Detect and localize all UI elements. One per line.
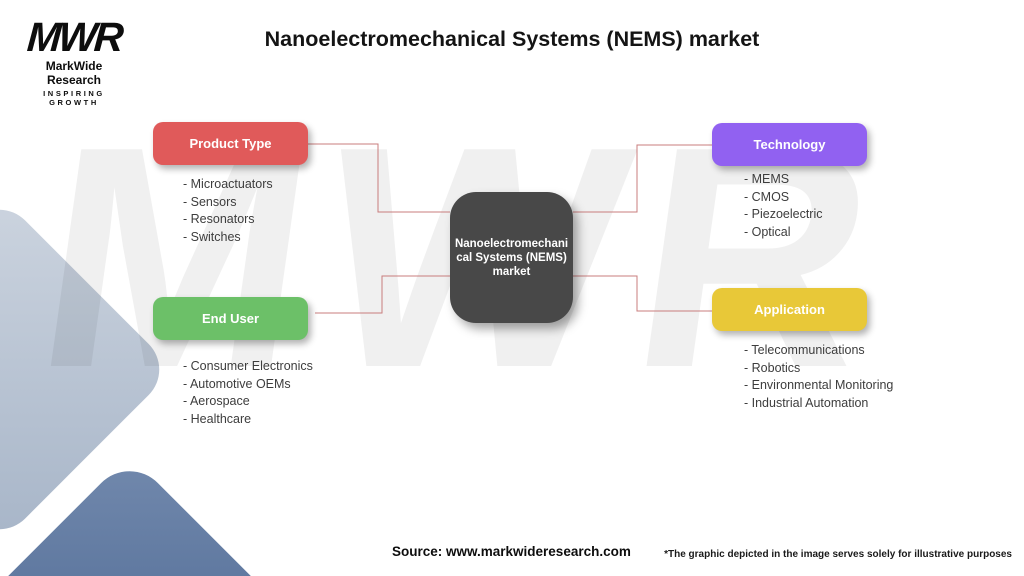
application-item-list: - Telecommunications - Robotics - Enviro… [744,342,893,412]
list-item: - Piezoelectric [744,207,823,221]
product-type-item-list: - Microactuators - Sensors - Resonators … [183,176,273,246]
center-node-line: cal Systems (NEMS) [456,251,567,264]
list-item: - Consumer Electronics [183,359,313,373]
center-node-line: market [492,265,531,278]
list-item: - Microactuators [183,177,273,191]
category-label: Technology [753,137,826,152]
list-item: - Telecommunications [744,343,865,357]
page-title: Nanoelectromechanical Systems (NEMS) mar… [264,27,760,51]
list-item: - Switches [183,229,241,244]
list-item: - Optical [744,224,791,239]
source-text: Source: www.markwideresearch.com [392,544,631,559]
list-item: - CMOS [744,189,790,204]
technology-item-list: - MEMS - CMOS - Piezoelectric - Optical [744,171,823,241]
disclaimer-text: *The graphic depicted in the image serve… [664,549,1012,560]
center-node-line: Nanoelectromechani [454,237,569,250]
list-item: - Sensors [183,194,237,209]
end-user-item-list: - Consumer Electronics - Automotive OEMs… [183,358,313,428]
list-item: - Industrial Automation [744,395,869,410]
category-box-application: Application [712,288,867,331]
list-item: - Environmental Monitoring [744,378,894,392]
logo-tagline: INSPIRING GROWTH [43,89,105,107]
category-box-end-user: End User [153,297,308,340]
category-label: Application [754,302,825,317]
category-label: End User [201,311,260,326]
list-item: - Resonators [183,212,255,226]
category-box-product-type: Product Type [153,122,308,165]
category-box-technology: Technology [712,123,867,166]
category-label: Product Type [189,136,272,151]
list-item: - Aerospace [183,394,250,408]
list-item: - Robotics [744,360,801,375]
markwide-research-logo: MWR MarkWide Research INSPIRING GROWTH [18,14,130,107]
list-item: - Automotive OEMs [183,376,291,391]
center-node-nems-market: Nanoelectromechani cal Systems (NEMS) ma… [450,192,573,323]
logo-company-name: MarkWide Research [45,59,103,87]
list-item: - MEMS [744,172,790,186]
list-item: - Healthcare [183,411,252,426]
